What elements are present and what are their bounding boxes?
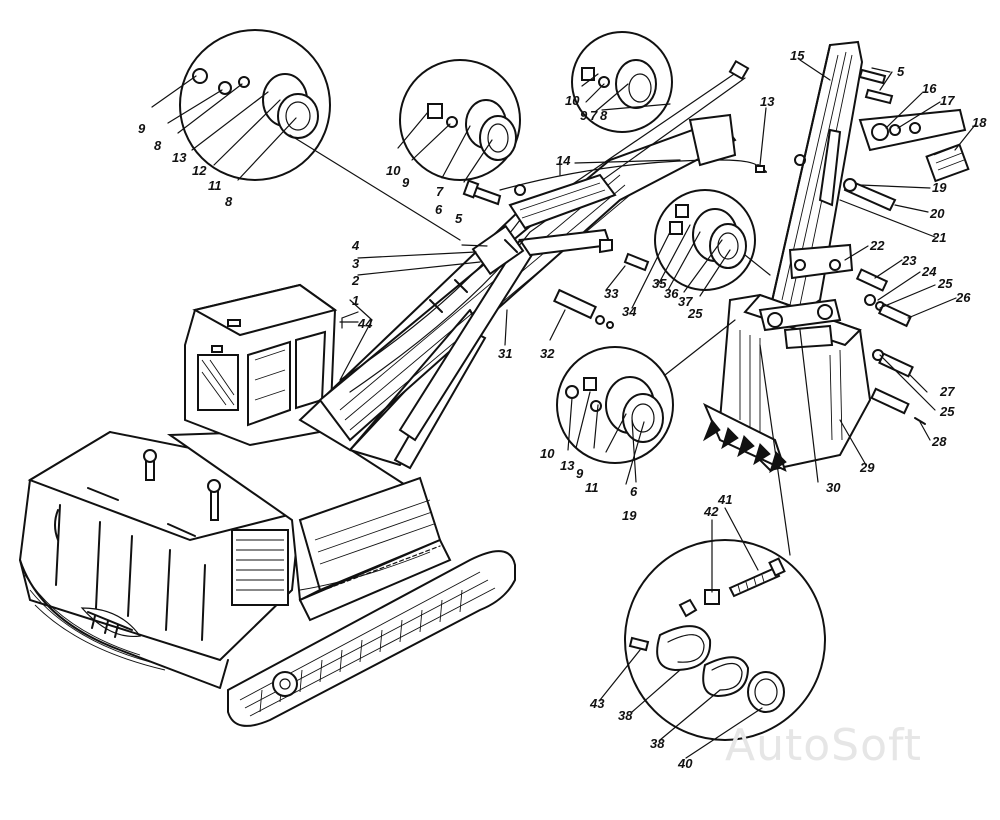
callout-labels: 1 2 3 4 5 5 6 6 7 7 8 8 8 9 9 9 9 10 10 …	[138, 48, 987, 771]
callout-13c: 13	[560, 458, 575, 473]
callout-23: 23	[901, 253, 917, 268]
callout-9d: 9	[576, 466, 584, 481]
detail-circle-boom-cylinder	[399, 59, 521, 181]
manufacturer-logo	[80, 607, 142, 638]
callout-6b: 6	[630, 484, 638, 499]
engine-housing	[18, 430, 303, 689]
callout-11b: 11	[585, 480, 599, 495]
callout-30: 30	[826, 480, 841, 495]
callout-21: 21	[931, 230, 946, 245]
detail-circle-boom-head	[571, 31, 673, 133]
callout-25b: 25	[687, 306, 703, 321]
callout-8c: 8	[600, 108, 608, 123]
callout-1: 1	[352, 293, 359, 308]
crawler-track-front	[227, 550, 516, 727]
callout-27: 27	[939, 384, 955, 399]
callout-32: 32	[540, 346, 555, 361]
detail-circle-arm-joint	[654, 189, 771, 291]
operator-cab	[184, 283, 338, 447]
callout-25c: 25	[939, 404, 955, 419]
callout-5b: 5	[897, 64, 905, 79]
detail-circle-boom-foot	[179, 29, 461, 241]
callout-15: 15	[790, 48, 805, 63]
callout-20: 20	[929, 206, 945, 221]
detail-circle-arm-cylinder	[556, 319, 736, 464]
boom-assembly	[298, 59, 761, 470]
callout-8b: 8	[225, 194, 233, 209]
callout-10c: 10	[540, 446, 555, 461]
callout-10a: 10	[386, 163, 401, 178]
callout-9a: 9	[138, 121, 146, 136]
callout-42: 42	[703, 504, 719, 519]
callout-33: 33	[604, 286, 619, 301]
callout-43: 43	[589, 696, 605, 711]
callout-22: 22	[869, 238, 885, 253]
callout-13b: 13	[760, 94, 775, 109]
callout-9b: 9	[402, 175, 410, 190]
callout-19a: 19	[932, 180, 947, 195]
bucket	[702, 293, 872, 474]
callout-44: 44	[357, 316, 373, 331]
loose-parts	[462, 68, 970, 425]
callout-35: 35	[652, 276, 667, 291]
callout-10b: 10	[565, 93, 580, 108]
callout-4: 4	[351, 238, 360, 253]
callout-37: 37	[678, 294, 693, 309]
callout-26: 26	[955, 290, 971, 305]
upper-structure	[166, 428, 452, 622]
callout-38a: 38	[618, 708, 633, 723]
callout-31: 31	[498, 346, 512, 361]
callout-12: 12	[192, 163, 207, 178]
callout-24: 24	[921, 264, 937, 279]
callout-17: 17	[940, 93, 955, 108]
callout-36: 36	[664, 286, 679, 301]
callout-3: 3	[352, 256, 360, 271]
callout-25a: 25	[937, 276, 953, 291]
callout-28: 28	[931, 434, 947, 449]
callout-40: 40	[677, 756, 693, 771]
leader-lines	[151, 59, 976, 759]
callout-41: 41	[717, 492, 732, 507]
callout-29: 29	[859, 460, 875, 475]
callout-7b: 7	[590, 108, 598, 123]
callout-7a: 7	[436, 184, 444, 199]
callout-11a: 11	[208, 178, 222, 193]
callout-9c: 9	[580, 108, 588, 123]
callout-38b: 38	[650, 736, 665, 751]
callout-2: 2	[351, 273, 360, 288]
callout-5a: 5	[455, 211, 463, 226]
watermark: AutoSoft	[725, 720, 922, 771]
callout-14: 14	[556, 153, 571, 168]
callout-18: 18	[972, 115, 987, 130]
callout-19b: 19	[622, 508, 637, 523]
callout-6a: 6	[435, 202, 443, 217]
callout-8a: 8	[154, 138, 162, 153]
callout-34: 34	[622, 304, 637, 319]
callout-16: 16	[922, 81, 937, 96]
callout-13a: 13	[172, 150, 187, 165]
detail-circle-pipe-clamp	[624, 344, 826, 741]
